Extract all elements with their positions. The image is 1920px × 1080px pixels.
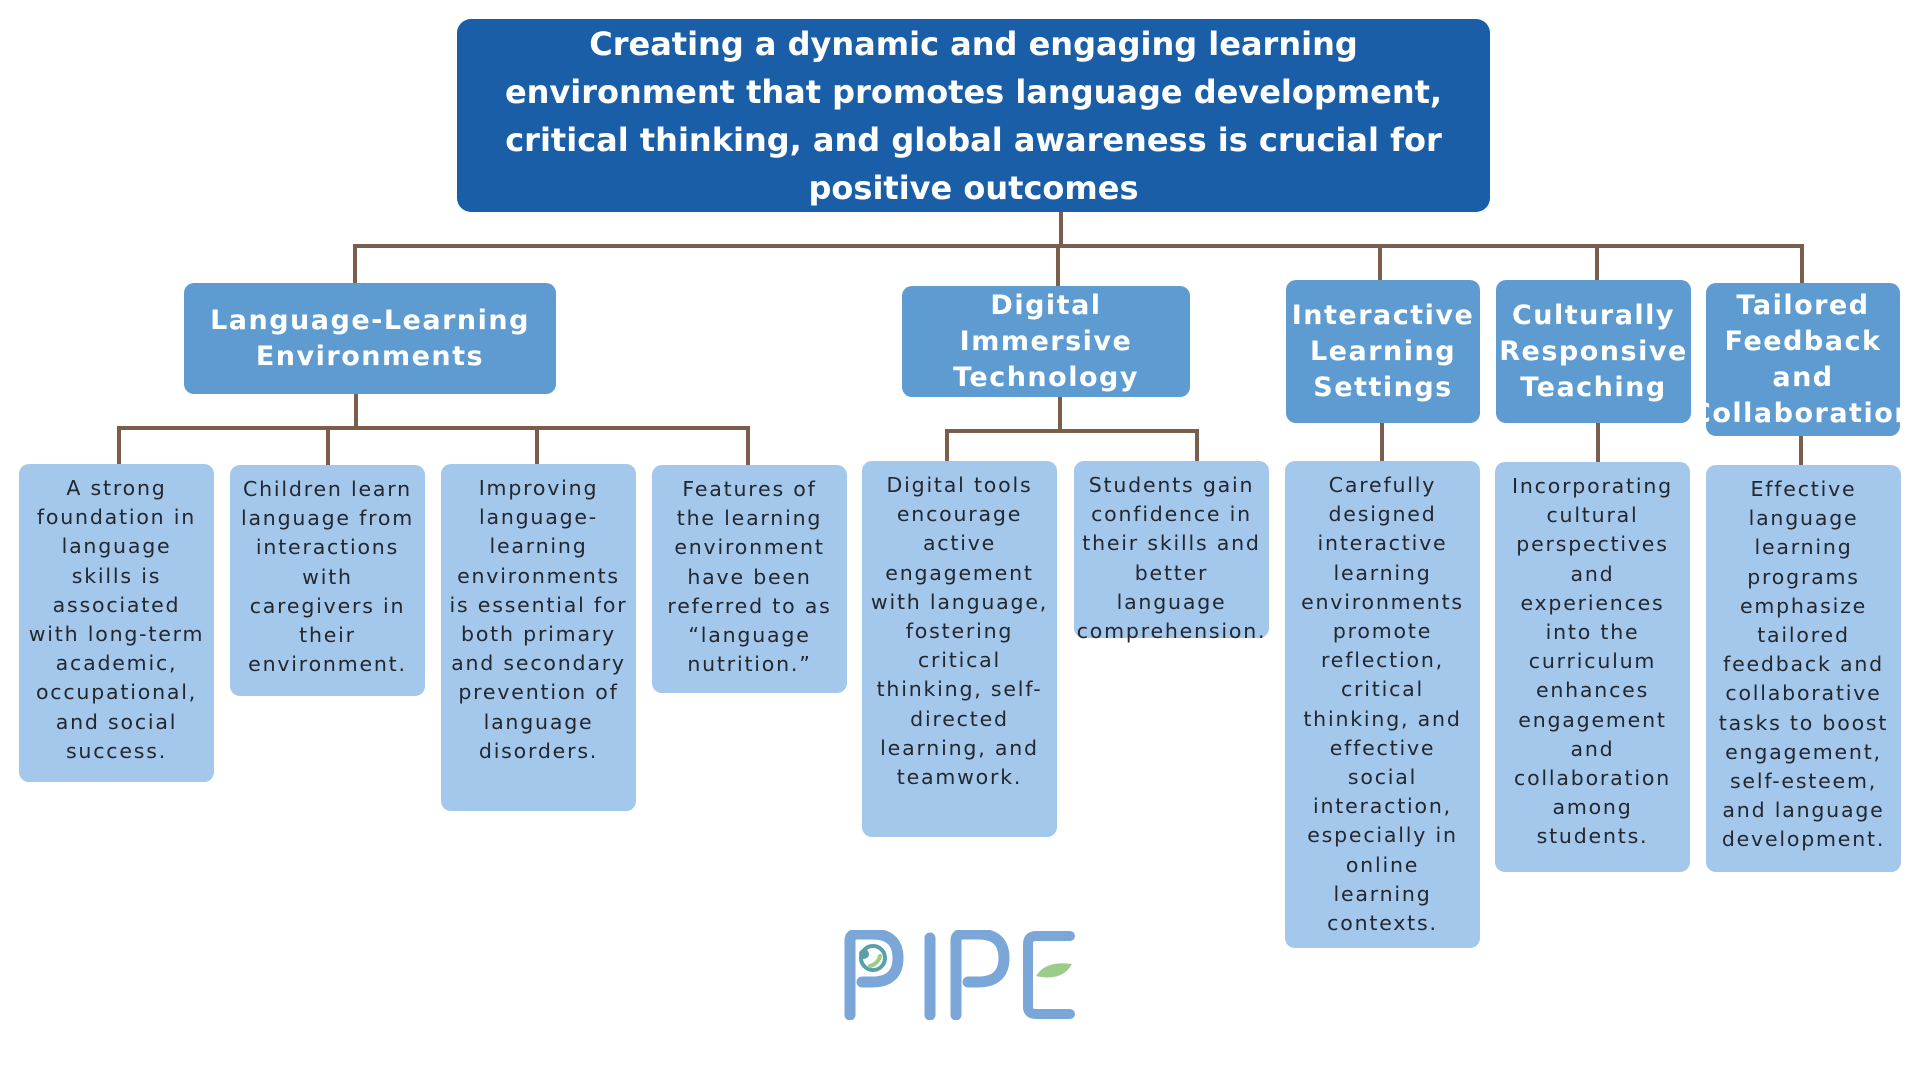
- category-label: Interactive Learning Settings: [1291, 299, 1475, 403]
- leaf-text: Digital tools encourage active engagemen…: [870, 473, 1049, 790]
- leaf-cultural-perspectives: Incorporating cultural perspectives and …: [1495, 462, 1690, 872]
- category-interactive-learning-settings: Interactive Learning Settings: [1286, 280, 1480, 423]
- leaf-text: A strong foundation in language skills i…: [28, 476, 205, 763]
- category-language-learning-environments: Language-Learning Environments: [184, 283, 556, 394]
- root-statement-text: Creating a dynamic and engaging learning…: [504, 24, 1443, 207]
- leaf-text: Children learn language from interaction…: [240, 477, 415, 677]
- category-label: Tailored Feedback and Collaboration: [1691, 289, 1915, 429]
- leaf-text: Features of the learning environment hav…: [667, 477, 832, 677]
- category-digital-immersive-technology: Digital Immersive Technology: [902, 286, 1190, 397]
- leaf-digital-tools: Digital tools encourage active engagemen…: [862, 461, 1057, 837]
- category-label: Culturally Responsive Teaching: [1499, 299, 1688, 403]
- category-tailored-feedback-and-collaboration: Tailored Feedback and Collaboration: [1691, 283, 1913, 436]
- leaf-language-nutrition: Features of the learning environment hav…: [652, 465, 847, 693]
- pipe-logo: [844, 930, 1075, 1020]
- category-culturally-responsive-teaching: Culturally Responsive Teaching: [1496, 280, 1691, 423]
- category-label: Digital Immersive Technology: [953, 289, 1139, 393]
- leaf-text: Improving language-learning environments…: [449, 476, 628, 763]
- leaf-text: Effective language learning programs emp…: [1718, 477, 1889, 852]
- leaf-text: Carefully designed interactive learning …: [1301, 473, 1464, 936]
- leaf-students-gain-confidence: Students gain confidence in their skills…: [1074, 461, 1269, 643]
- leaf-children-learn-language: Children learn language from interaction…: [230, 465, 425, 696]
- leaf-interactive-environments: Carefully designed interactive learning …: [1285, 461, 1480, 948]
- leaf-strong-foundation: A strong foundation in language skills i…: [19, 464, 214, 782]
- leaf-text: Students gain confidence in their skills…: [1076, 473, 1267, 644]
- leaf-text: Incorporating cultural perspectives and …: [1512, 474, 1673, 849]
- leaf-tailored-feedback: Effective language learning programs emp…: [1706, 465, 1901, 872]
- category-label: Language-Learning Environments: [210, 304, 530, 372]
- leaf-improving-environments: Improving language-learning environments…: [441, 464, 636, 811]
- root-statement: Creating a dynamic and engaging learning…: [457, 19, 1490, 212]
